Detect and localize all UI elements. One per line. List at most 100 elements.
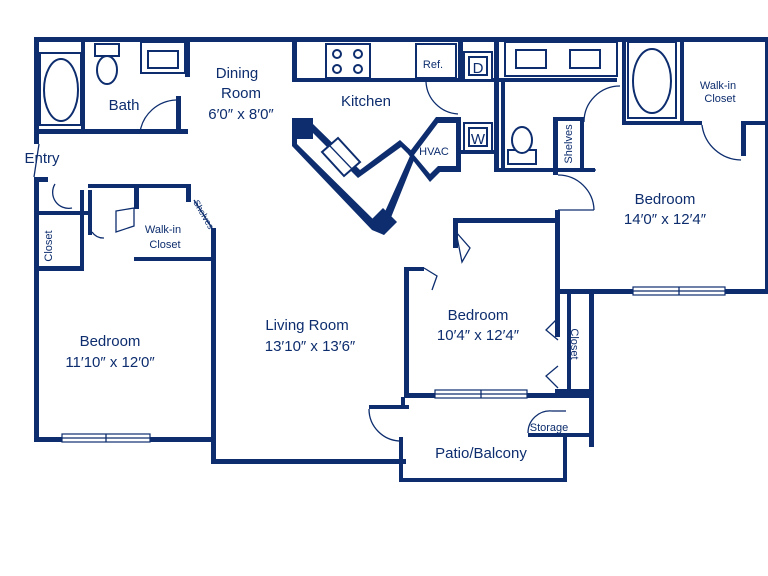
kitchen-left-wall bbox=[292, 37, 297, 81]
bath-wall-a bbox=[81, 37, 85, 132]
patio-bottom-wall bbox=[399, 478, 567, 482]
closet-left-door-jamb bbox=[88, 190, 92, 235]
walkin-left-label-1: Walk-in bbox=[145, 224, 181, 236]
stove-icon bbox=[325, 43, 371, 79]
bedroom-left-right-wall bbox=[211, 228, 216, 464]
walkin-right-bottom-wall-b bbox=[741, 121, 768, 125]
closet-mid-right-wall bbox=[589, 289, 594, 447]
bathtub-right-basin bbox=[632, 48, 672, 114]
bedroom-mid-door-leaf-2 bbox=[423, 267, 438, 291]
patio-right-wall bbox=[563, 437, 567, 482]
walkin-right-left-wall bbox=[680, 37, 684, 125]
closet-left-label: Closet bbox=[43, 230, 55, 261]
closet-left-right-wall bbox=[80, 190, 84, 271]
closet-mid-door-top bbox=[545, 317, 559, 341]
bedroom-mid-left-stub bbox=[404, 267, 424, 271]
walkin-right-door-swing bbox=[701, 124, 742, 161]
bedroom-mid-size: 10′4″ x 12′4″ bbox=[437, 327, 520, 344]
burner-1-icon bbox=[332, 49, 342, 59]
bedroom-mid-left-wall bbox=[404, 267, 409, 397]
shelves-right-wall bbox=[580, 117, 584, 172]
laundry-door-swing bbox=[425, 81, 459, 115]
refrigerator-label: Ref. bbox=[423, 59, 443, 71]
entry-label: Entry bbox=[24, 150, 60, 167]
shelves-top-wall bbox=[553, 117, 583, 121]
walkin-left-door-leaf bbox=[115, 207, 135, 233]
kitchen-label: Kitchen bbox=[341, 93, 391, 110]
washer-label: W bbox=[471, 131, 486, 148]
walkin-left-label-2: Closet bbox=[149, 239, 180, 251]
kitchen-wall-mid bbox=[458, 37, 463, 81]
bath-right-wall-top bbox=[185, 37, 190, 77]
bedroom-mid-right-wall-upper bbox=[555, 289, 560, 337]
bath-right-bottom-wall bbox=[497, 168, 557, 172]
closet-left-top-wall bbox=[34, 211, 92, 215]
storage-label: Storage bbox=[530, 422, 569, 434]
dryer-inner bbox=[468, 56, 488, 76]
vanity-right-sink-2 bbox=[569, 49, 601, 69]
washer-inner bbox=[468, 127, 488, 147]
burner-3-icon bbox=[332, 64, 342, 74]
bath-right-top-line bbox=[497, 78, 617, 82]
bedroom-mid-top-wall bbox=[453, 218, 558, 223]
bedroom-right-size: 14′0″ x 12′4″ bbox=[624, 211, 707, 228]
shelves-left-wall bbox=[553, 117, 558, 175]
shelves-small-diagonal bbox=[193, 199, 213, 229]
refrigerator-icon bbox=[415, 43, 457, 79]
bedroom-mid-label: Bedroom bbox=[448, 307, 509, 324]
living-size: 13′10″ x 13′6″ bbox=[265, 338, 356, 355]
top-wall bbox=[34, 37, 768, 42]
hvac-label: HVAC bbox=[419, 146, 449, 158]
bathtub-left-basin bbox=[43, 58, 79, 122]
shelves-bottom-wall bbox=[553, 168, 595, 172]
toilet-left-bowl-icon bbox=[96, 55, 118, 85]
hvac-closet bbox=[414, 123, 456, 174]
walkin-left-stub bbox=[186, 184, 191, 202]
closet-mid-door-bottom bbox=[545, 365, 559, 389]
bath-right-left-wall bbox=[501, 82, 505, 172]
patio-left-lower bbox=[399, 437, 403, 482]
living-label: Living Room bbox=[265, 317, 348, 334]
storage-door-swing bbox=[527, 410, 553, 434]
shelves-label: Shelves bbox=[563, 124, 575, 164]
windows bbox=[61, 286, 726, 443]
bedroom-mid-door-jamb bbox=[453, 218, 458, 248]
patio-left-wall bbox=[401, 397, 405, 407]
walkin-left-top-wall bbox=[88, 184, 191, 188]
closet-left-door-swing bbox=[91, 231, 105, 239]
bath-right-tub-wall bbox=[622, 37, 626, 125]
storage-bottom-wall bbox=[528, 433, 594, 437]
walkin-right-bottom-wall bbox=[622, 121, 702, 125]
bath-door-jamb bbox=[176, 96, 181, 134]
toilet-left-tank-icon bbox=[94, 43, 120, 57]
walkin-left-left-wall bbox=[134, 184, 139, 209]
dining-label-2: Room bbox=[221, 85, 261, 102]
bedroom-right-left-wall bbox=[555, 210, 560, 294]
living-bottom-wall bbox=[211, 459, 406, 464]
closet-mid-left-wall bbox=[567, 289, 571, 393]
bath-door-swing bbox=[139, 99, 177, 133]
vanity-right-sink-1 bbox=[515, 49, 547, 69]
walkin-right-jamb bbox=[741, 121, 746, 156]
bath-right-door-swing bbox=[583, 85, 621, 123]
bath-label: Bath bbox=[109, 97, 140, 114]
entry-door-opening bbox=[33, 143, 40, 178]
island-end-block bbox=[370, 208, 397, 235]
patio-label: Patio/Balcony bbox=[435, 445, 527, 462]
closet-mid-bottom-wall bbox=[555, 389, 594, 394]
dining-size: 6′0″ x 8′0″ bbox=[208, 106, 274, 123]
toilet-right-bowl-icon bbox=[511, 126, 533, 154]
dining-label-1: Dining bbox=[216, 65, 259, 82]
island-corner-block bbox=[292, 118, 313, 139]
bedroom-right-door-swing bbox=[557, 174, 595, 211]
bath-bottom-wall bbox=[34, 129, 188, 134]
sink-divider bbox=[329, 145, 353, 170]
patio-door-swing bbox=[368, 408, 402, 442]
burner-4-icon bbox=[353, 64, 363, 74]
shelves-small-label: Shelves bbox=[191, 198, 216, 231]
walkin-right-label-2: Closet bbox=[704, 93, 735, 105]
walkin-right-label-1: Walk-in bbox=[700, 80, 736, 92]
kitchen-counter-line bbox=[292, 78, 497, 82]
entry-closet-door bbox=[52, 183, 73, 210]
